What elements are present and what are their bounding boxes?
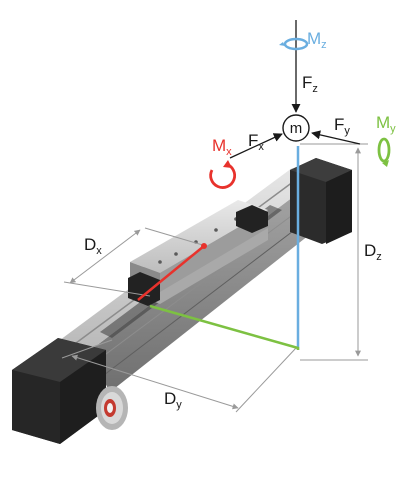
x-axis-line	[137, 245, 205, 301]
dx-extension-end	[144, 227, 207, 247]
mx-rotation-icon	[209, 160, 236, 189]
rail-side-face	[88, 178, 318, 392]
fy-label: Fy	[334, 115, 350, 137]
carriage	[128, 200, 268, 306]
fx-label: Fx	[248, 131, 264, 153]
x-axis-point	[201, 243, 207, 249]
dy-extension-end	[235, 347, 297, 413]
dy-dimension-line	[71, 354, 239, 410]
fy-arrow	[311, 130, 361, 145]
mz-rotation-icon	[279, 37, 309, 51]
dx-dimension-line	[69, 229, 141, 284]
far-end-motor	[290, 158, 352, 244]
dz-label: Dz	[364, 241, 382, 263]
mass-label: m	[290, 120, 303, 137]
dy-label: Dy	[164, 389, 182, 411]
mx-label: Mx	[212, 136, 232, 158]
my-rotation-icon	[377, 137, 391, 167]
mass-node: m	[282, 114, 310, 142]
my-label: My	[376, 113, 396, 135]
dx-extension-start	[63, 281, 151, 297]
fz-label: Fz	[302, 73, 318, 95]
dimension-lines	[61, 143, 368, 413]
mz-label: Mz	[307, 29, 327, 51]
dy-extension-start	[61, 339, 113, 359]
fx-arrow	[229, 133, 283, 159]
dx-label: Dx	[84, 235, 102, 257]
y-axis-line	[149, 304, 300, 350]
